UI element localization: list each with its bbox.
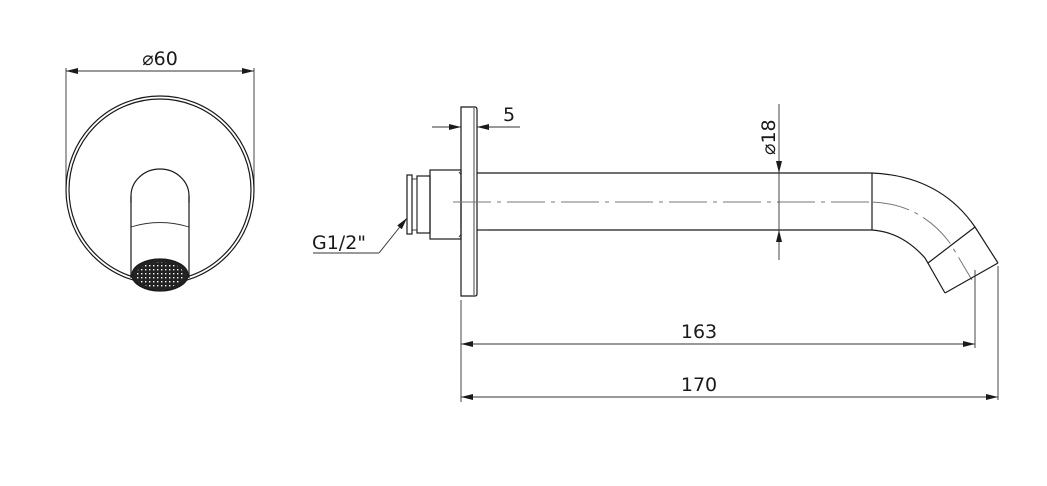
thread-g12-callout: G1/2": [312, 217, 408, 254]
side-view: G1/2" 5 ⌀18: [312, 104, 999, 402]
projection-163-dimension: 163: [460, 270, 976, 402]
diameter-60-dimension: ⌀60: [65, 48, 255, 190]
rosette-circle: [65, 95, 255, 285]
flange-thickness-dimension: 5: [432, 104, 520, 130]
spout-outlet-front: [130, 168, 190, 292]
thread-fitting: [406, 169, 462, 240]
spout-bend: [871, 172, 999, 294]
diameter-60-label: ⌀60: [142, 48, 178, 70]
spout-pipe: [453, 172, 873, 231]
pipe-diameter-label: ⌀18: [758, 119, 780, 155]
overall-170-label: 170: [681, 374, 717, 396]
projection-163-label: 163: [681, 321, 717, 343]
flange-thickness-label: 5: [503, 104, 515, 126]
front-view: ⌀60: [65, 48, 255, 292]
overall-170-dimension: 170: [461, 266, 999, 400]
pipe-diameter-dimension: ⌀18: [758, 104, 782, 260]
thread-label: G1/2": [312, 232, 366, 254]
